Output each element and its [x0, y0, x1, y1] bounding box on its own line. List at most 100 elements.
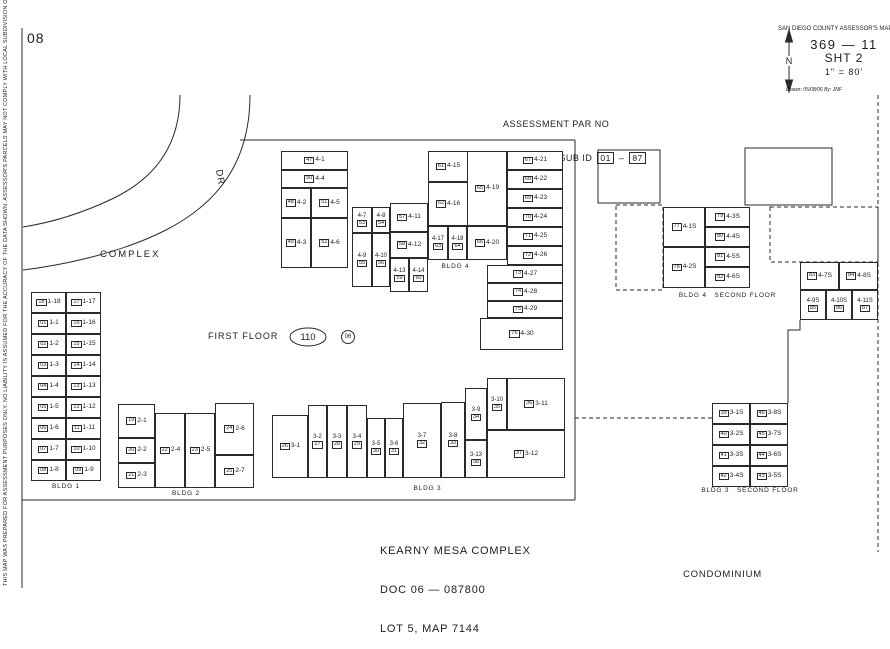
unit-number: 4-1S	[682, 222, 697, 230]
unit-sub-id: 30	[370, 447, 382, 456]
unit-sub-id: 07	[38, 445, 49, 454]
unit-number: 4-13	[393, 267, 406, 274]
title-sheet: SHT 2	[824, 51, 864, 65]
unit-number: 3-3	[332, 434, 342, 441]
unit-number: 4-30	[520, 329, 534, 337]
unit-number: 3-6	[389, 440, 399, 447]
unit-sub-id: 80	[715, 233, 726, 241]
unit-number: 4-6	[330, 238, 340, 246]
unit-number: 4-17	[431, 235, 444, 242]
north-arrow-icon: N	[782, 56, 796, 66]
unit-number: 4-16	[447, 199, 461, 207]
footprint-box-nw	[597, 149, 661, 204]
bldg1-label: BLDG 1	[52, 483, 80, 490]
unit-sub-id: 29	[351, 441, 363, 449]
unit-sub-id: 86	[833, 304, 845, 313]
unit-sub-id: 15	[71, 340, 82, 349]
unit-number: 4-19	[486, 184, 500, 192]
unit-number: 1-15	[82, 340, 96, 348]
unit-number: 4-28	[524, 287, 538, 295]
bldg4-second-floor-label: BLDG 4 SECOND FLOOR	[678, 292, 777, 299]
unit-number: 4-7	[357, 212, 367, 219]
footer-complex-name: KEARNY MESA COMPLEX	[380, 545, 531, 557]
unit-sub-id: 11	[71, 424, 82, 433]
unit-number: 1-11	[82, 424, 96, 432]
unit-sub-id: 02	[38, 340, 49, 349]
unit-sub-id: 81	[715, 253, 726, 261]
unit-sub-id: 46	[756, 409, 767, 418]
unit-sub-id: 16	[71, 319, 82, 328]
unit-number: 1-6	[49, 424, 59, 432]
unit-number: 4-22	[534, 175, 548, 183]
north-arrow-head-bottom	[784, 79, 794, 94]
unit-sub-id: 37	[513, 450, 525, 458]
unit-sub-id: 23	[189, 446, 200, 455]
unit-sub-id: 05	[38, 403, 49, 412]
unit-number: 4-9	[357, 252, 367, 259]
unit-number: 3-5S	[767, 472, 782, 480]
unit-sub-id: 67	[522, 156, 534, 165]
unit-number: 2-1	[137, 416, 147, 424]
sub-id-to: 87	[629, 152, 646, 164]
unit-number: 1-17	[82, 298, 96, 306]
unit-number: 4-4S	[726, 232, 740, 240]
unit-sub-id: 69	[522, 194, 534, 203]
unit-sub-id: 32	[416, 440, 428, 448]
disclaimer-text: THIS MAP WAS PREPARED FOR ASSESSMENT PUR…	[3, 0, 9, 586]
unit-sub-id: 79	[715, 213, 726, 221]
unit-number: 4-5S	[726, 252, 740, 260]
bldg3-second-floor-label: BLDG 3 SECOND FLOOR	[701, 487, 799, 494]
unit-sub-id: 56	[375, 259, 387, 268]
bldg2-label: BLDG 2	[172, 490, 200, 497]
sub-id-separator: –	[618, 153, 625, 163]
unit-number: 4-14	[412, 267, 425, 274]
unit-sub-id: 45	[756, 430, 767, 439]
unit-number: 1-14	[82, 361, 96, 369]
bldg3-label: BLDG 3	[413, 485, 442, 492]
unit-sub-id: 44	[756, 451, 767, 460]
unit-sub-id: 54	[375, 219, 387, 228]
unit-sub-id: 13	[71, 382, 82, 391]
sub-circle	[341, 330, 355, 344]
unit-sub-id: 59	[394, 274, 405, 283]
unit-sub-id: 83	[807, 272, 818, 280]
unit-sub-id: 48	[285, 199, 296, 207]
footprint-box-ne	[744, 147, 833, 206]
unit-number: 4-24	[534, 213, 548, 221]
unit-sub-id: 39	[718, 409, 729, 418]
